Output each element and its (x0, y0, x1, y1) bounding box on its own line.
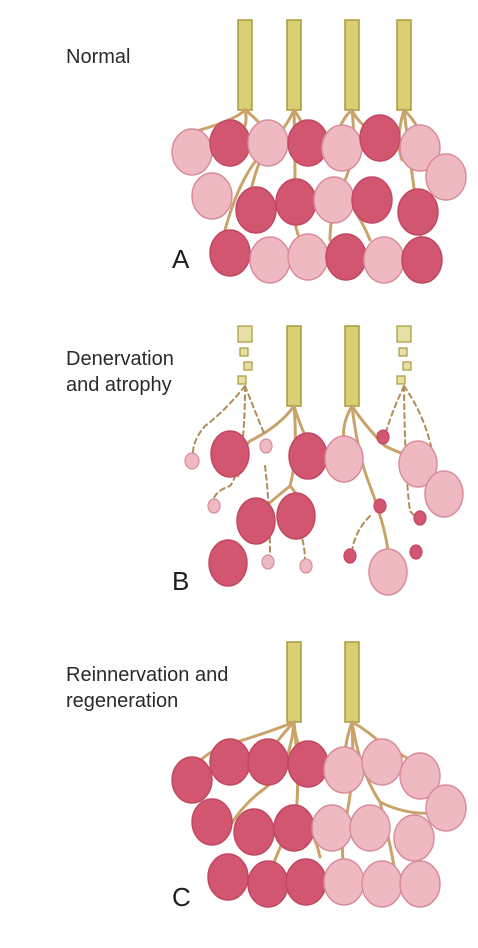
axon-fragment (237, 325, 253, 343)
panel-a-caption: Normal (66, 46, 131, 68)
fiber-dark (401, 236, 443, 284)
axon (344, 641, 360, 723)
panel-a-letter: A (172, 244, 190, 274)
fiber-light (313, 176, 355, 224)
axon (396, 19, 412, 111)
axon-group (286, 641, 360, 723)
fiber-light (323, 746, 365, 794)
atrophic-fiber-light (184, 452, 200, 470)
fiber-light (321, 124, 363, 172)
fiber-dark (209, 229, 251, 277)
fiber-dark (285, 858, 327, 906)
fiber-dark (247, 738, 289, 786)
fiber-dark (191, 798, 233, 846)
muscle-fibers (171, 114, 467, 284)
axon-fragment (398, 347, 408, 357)
axon-group (237, 19, 412, 111)
fiber-light (323, 858, 365, 906)
fiber-dark (247, 860, 289, 908)
fiber-light (393, 814, 435, 862)
fiber-dark (209, 119, 251, 167)
fiber-dark (208, 539, 248, 587)
fiber-light (361, 860, 403, 908)
fiber-dark (273, 804, 315, 852)
atrophic-fiber-light (207, 498, 221, 514)
fiber-dark (276, 492, 316, 540)
fiber-light (399, 124, 441, 172)
fiber-dark (235, 186, 277, 234)
atrophic-fiber-light (259, 438, 273, 454)
fiber-light (363, 236, 405, 284)
fiber-light (398, 440, 438, 488)
fiber-light (249, 236, 291, 284)
fiber-dark (288, 432, 328, 480)
muscle-fibers (171, 738, 467, 908)
atrophic-fiber-dark (343, 548, 357, 564)
fiber-dark (325, 233, 367, 281)
fiber-light (287, 233, 329, 281)
fiber-dark (210, 430, 250, 478)
atrophic-fiber-dark (413, 510, 427, 526)
atrophic-fiber-dark (373, 498, 387, 514)
axon (286, 325, 302, 407)
fiber-dark (171, 756, 213, 804)
axon (286, 641, 302, 723)
panel-b-letter: B (172, 566, 190, 596)
panel-c-caption: Reinnervation and regeneration (66, 664, 229, 712)
axon-fragment (396, 375, 406, 385)
fiber-light (171, 128, 213, 176)
axon (344, 19, 360, 111)
panel-c-letter: C (172, 882, 191, 912)
fiber-dark (209, 738, 251, 786)
panel-b-caption: Denervation and atrophy (66, 348, 174, 396)
fiber-dark (359, 114, 401, 162)
fiber-dark (287, 740, 329, 788)
axon (286, 19, 302, 111)
fiber-light (425, 784, 467, 832)
fiber-dark (236, 497, 276, 545)
axon-fragment (396, 325, 412, 343)
atrophic-fibers (184, 429, 427, 574)
axon-fragment (237, 375, 247, 385)
fiber-light (247, 119, 289, 167)
fiber-light (191, 172, 233, 220)
panel-b-illustration (184, 325, 464, 596)
fiber-light (399, 752, 441, 800)
panel-c-illustration (171, 641, 467, 908)
degenerating-axon-group (237, 325, 412, 385)
axon-fragment (243, 361, 253, 371)
fiber-dark (351, 176, 393, 224)
fiber-light (399, 860, 441, 908)
panel-a-illustration (171, 19, 467, 284)
atrophic-fiber-dark (409, 544, 423, 560)
panel-a: Normal A (0, 0, 478, 316)
fiber-light (324, 435, 364, 483)
fiber-light (425, 153, 467, 201)
fiber-dark (275, 178, 317, 226)
fiber-light (361, 738, 403, 786)
atrophic-fiber-light (299, 558, 313, 574)
axon (237, 19, 253, 111)
fiber-dark (207, 853, 249, 901)
fiber-light (368, 548, 408, 596)
muscle-fibers (208, 430, 464, 596)
fiber-dark (233, 808, 275, 856)
axon-group (286, 325, 360, 407)
axon (344, 325, 360, 407)
fiber-light (424, 470, 464, 518)
atrophic-fiber-dark (376, 429, 390, 445)
fiber-dark (397, 188, 439, 236)
axon-fragment (239, 347, 249, 357)
atrophic-fiber-light (261, 554, 275, 570)
panel-c: Reinnervation and regeneration C (0, 632, 478, 948)
fiber-light (311, 804, 353, 852)
axon-fragment (402, 361, 412, 371)
panel-b: Denervation and atrophy B (0, 316, 478, 632)
fiber-light (349, 804, 391, 852)
